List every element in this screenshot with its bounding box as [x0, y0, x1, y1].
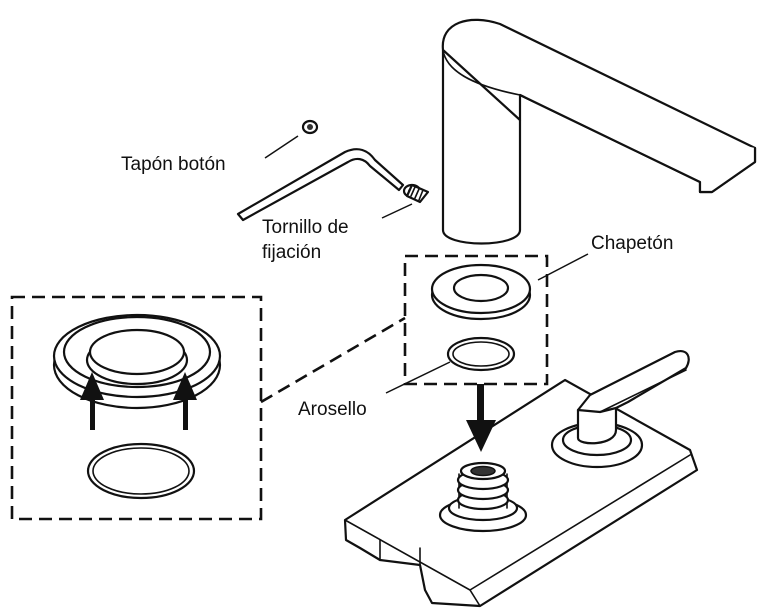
escutcheon-label: Chapetón — [591, 233, 673, 254]
cap-button-label: Tapón botón — [121, 154, 226, 175]
down-arrow-icon — [466, 384, 496, 452]
up-arrow-icon — [80, 372, 197, 430]
o-ring-icon — [446, 336, 516, 372]
o-ring-enlarged-icon — [86, 442, 196, 500]
o-ring-leader — [385, 361, 451, 394]
escutcheon-leader — [537, 253, 589, 281]
detail-connector-line — [260, 316, 406, 404]
escutcheon-ring-icon — [430, 263, 532, 321]
hex-wrench-icon — [236, 148, 405, 222]
set-screw-leader — [381, 203, 413, 219]
cap-button-icon — [301, 119, 319, 135]
set-screw-icon — [402, 183, 430, 204]
detail-enlarged-box — [10, 295, 263, 521]
cap-button-leader — [264, 135, 299, 159]
set-screw-label-line1: Tornillo de — [262, 217, 349, 238]
handle-icon — [550, 350, 690, 469]
base-plate — [343, 378, 699, 608]
o-ring-label: Arosello — [298, 399, 367, 420]
escutcheon-enlarged-icon — [52, 313, 222, 410]
valve-stem-icon — [438, 461, 528, 533]
faucet-spout-icon — [441, 18, 757, 245]
detail-callout-box — [403, 254, 549, 386]
set-screw-label-line2: fijación — [262, 242, 321, 263]
